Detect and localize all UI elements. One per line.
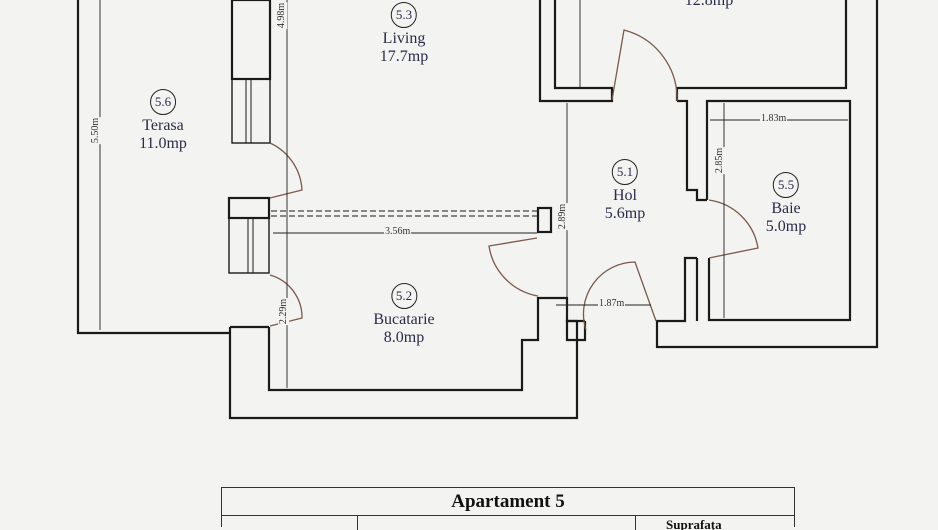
room-number-badge: 5.1	[611, 159, 638, 185]
wall-terasa	[76, 0, 230, 335]
kitchen-column	[536, 206, 553, 234]
room-top-right: 12.8mp	[685, 0, 733, 10]
table-header-col-2	[357, 516, 635, 530]
door-kitchen	[488, 237, 539, 297]
wall-top-room	[538, 0, 614, 103]
room-living: 5.3 Living 17.7mp	[380, 2, 428, 67]
room-area: 8.0mp	[383, 329, 425, 347]
table-header-col-1	[221, 516, 358, 530]
room-number-badge: 5.6	[149, 89, 176, 115]
room-terasa: 5.6 Terasa 11.0mp	[139, 89, 187, 154]
door-entrance	[582, 261, 657, 331]
window-kitchen	[228, 217, 270, 274]
wall-kitchen-window-top	[227, 196, 271, 220]
door-terasa-kitchen	[269, 274, 303, 327]
dim-living-height: 4.98m	[276, 1, 288, 30]
room-name: Hol	[612, 187, 637, 204]
room-number-badge: 5.2	[390, 283, 417, 309]
wall-living-column-top	[230, 0, 272, 81]
wall-outer-right	[655, 0, 879, 349]
dim-hol-height: 2.89m	[557, 202, 569, 231]
wall-kitchen-inner	[267, 296, 549, 392]
apartment-table: Apartament 5 Suprafața	[221, 487, 795, 530]
dim-terasa-height: 5.50m	[90, 116, 102, 145]
room-name: Terasa	[142, 117, 184, 134]
room-name: Living	[382, 30, 426, 47]
table-title: Apartament 5	[222, 488, 794, 516]
door-terasa-living	[269, 142, 303, 199]
table-header-col-3: Suprafața	[635, 516, 795, 530]
room-area: 17.7mp	[379, 48, 429, 66]
wall-baie	[705, 99, 852, 322]
room-hol: 5.1 Hol 5.6mp	[605, 159, 645, 224]
room-area: 5.0mp	[765, 218, 807, 236]
table-header-row: Suprafața	[221, 516, 795, 530]
room-bucatarie: 5.2 Bucatarie 8.0mp	[373, 283, 435, 348]
room-area: 12.8mp	[684, 0, 734, 9]
room-number-badge: 5.5	[772, 172, 799, 198]
room-baie: 5.5 Baie 5.0mp	[766, 172, 806, 237]
dim-baie-width: 1.83m	[760, 113, 788, 124]
door-living	[611, 29, 678, 102]
dim-baie-height: 2.85m	[714, 146, 726, 175]
dim-kitchen-width: 3.56m	[384, 226, 412, 237]
room-name: Baie	[771, 200, 801, 217]
room-area: 5.6mp	[604, 205, 646, 223]
door-baie	[708, 199, 759, 259]
dim-hol-width: 1.87m	[598, 298, 626, 309]
room-number-badge: 5.3	[390, 2, 417, 28]
room-area: 11.0mp	[139, 135, 187, 153]
room-name: Bucatarie	[373, 311, 435, 328]
dim-kitchen-height: 2.29m	[278, 297, 290, 326]
